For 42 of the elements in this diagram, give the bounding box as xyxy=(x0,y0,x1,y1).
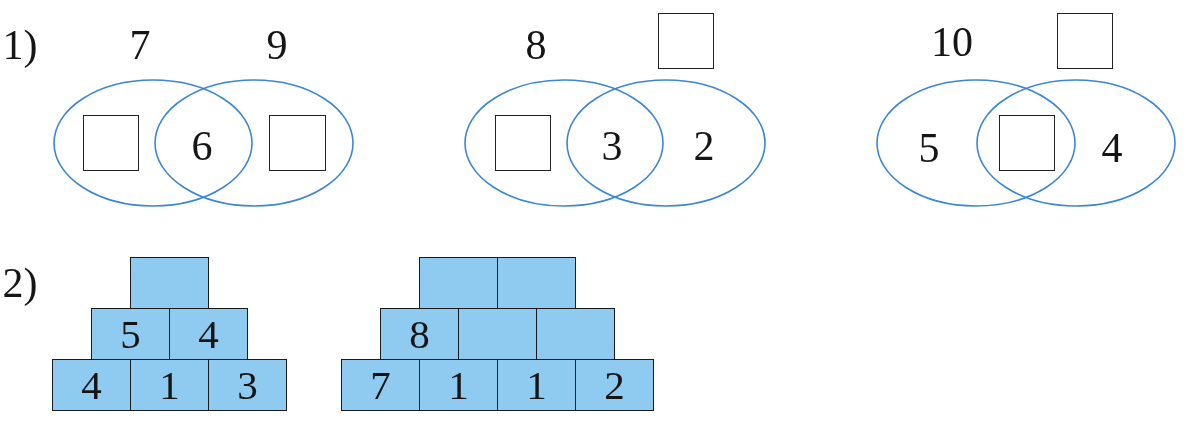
brick-number: 7 xyxy=(370,364,391,406)
answer-box xyxy=(999,115,1055,171)
answer-box xyxy=(658,13,714,69)
brick-number: 1 xyxy=(159,364,180,406)
pyramid-brick xyxy=(208,359,287,411)
part-number: 2) xyxy=(2,262,38,304)
brick-number: 5 xyxy=(120,313,141,355)
brick-number: 2 xyxy=(604,364,625,406)
number-label: 3 xyxy=(601,125,623,167)
number-label: 5 xyxy=(918,127,940,169)
pyramid-brick xyxy=(169,308,248,360)
brick-number: 1 xyxy=(448,364,469,406)
answer-box xyxy=(495,115,551,171)
number-label: 10 xyxy=(931,21,973,63)
number-label: 8 xyxy=(525,24,547,66)
number-label: 2 xyxy=(693,125,715,167)
brick-number: 4 xyxy=(198,313,219,355)
pyramid-brick xyxy=(419,359,498,411)
brick-number: 4 xyxy=(81,364,102,406)
pyramid-brick xyxy=(497,359,576,411)
brick-number: 1 xyxy=(526,364,547,406)
brick-number: 8 xyxy=(409,313,430,355)
pyramid-brick xyxy=(341,359,420,411)
pyramid-brick xyxy=(130,257,209,309)
pyramid-brick xyxy=(497,257,576,309)
answer-box xyxy=(1057,13,1113,69)
pyramid-brick xyxy=(130,359,209,411)
pyramid-brick xyxy=(575,359,654,411)
pyramid-brick xyxy=(458,308,537,360)
pyramid-brick xyxy=(52,359,131,411)
number-label: 9 xyxy=(266,24,288,66)
answer-box xyxy=(269,115,326,171)
part-number: 1) xyxy=(2,24,38,66)
answer-box xyxy=(83,115,139,171)
number-label: 6 xyxy=(191,125,213,167)
number-label: 7 xyxy=(129,24,151,66)
pyramid-brick xyxy=(536,308,615,360)
pyramid-brick xyxy=(91,308,170,360)
brick-number: 3 xyxy=(237,364,258,406)
number-label: 4 xyxy=(1101,127,1123,169)
pyramid-brick xyxy=(380,308,459,360)
pyramid-brick xyxy=(419,257,498,309)
